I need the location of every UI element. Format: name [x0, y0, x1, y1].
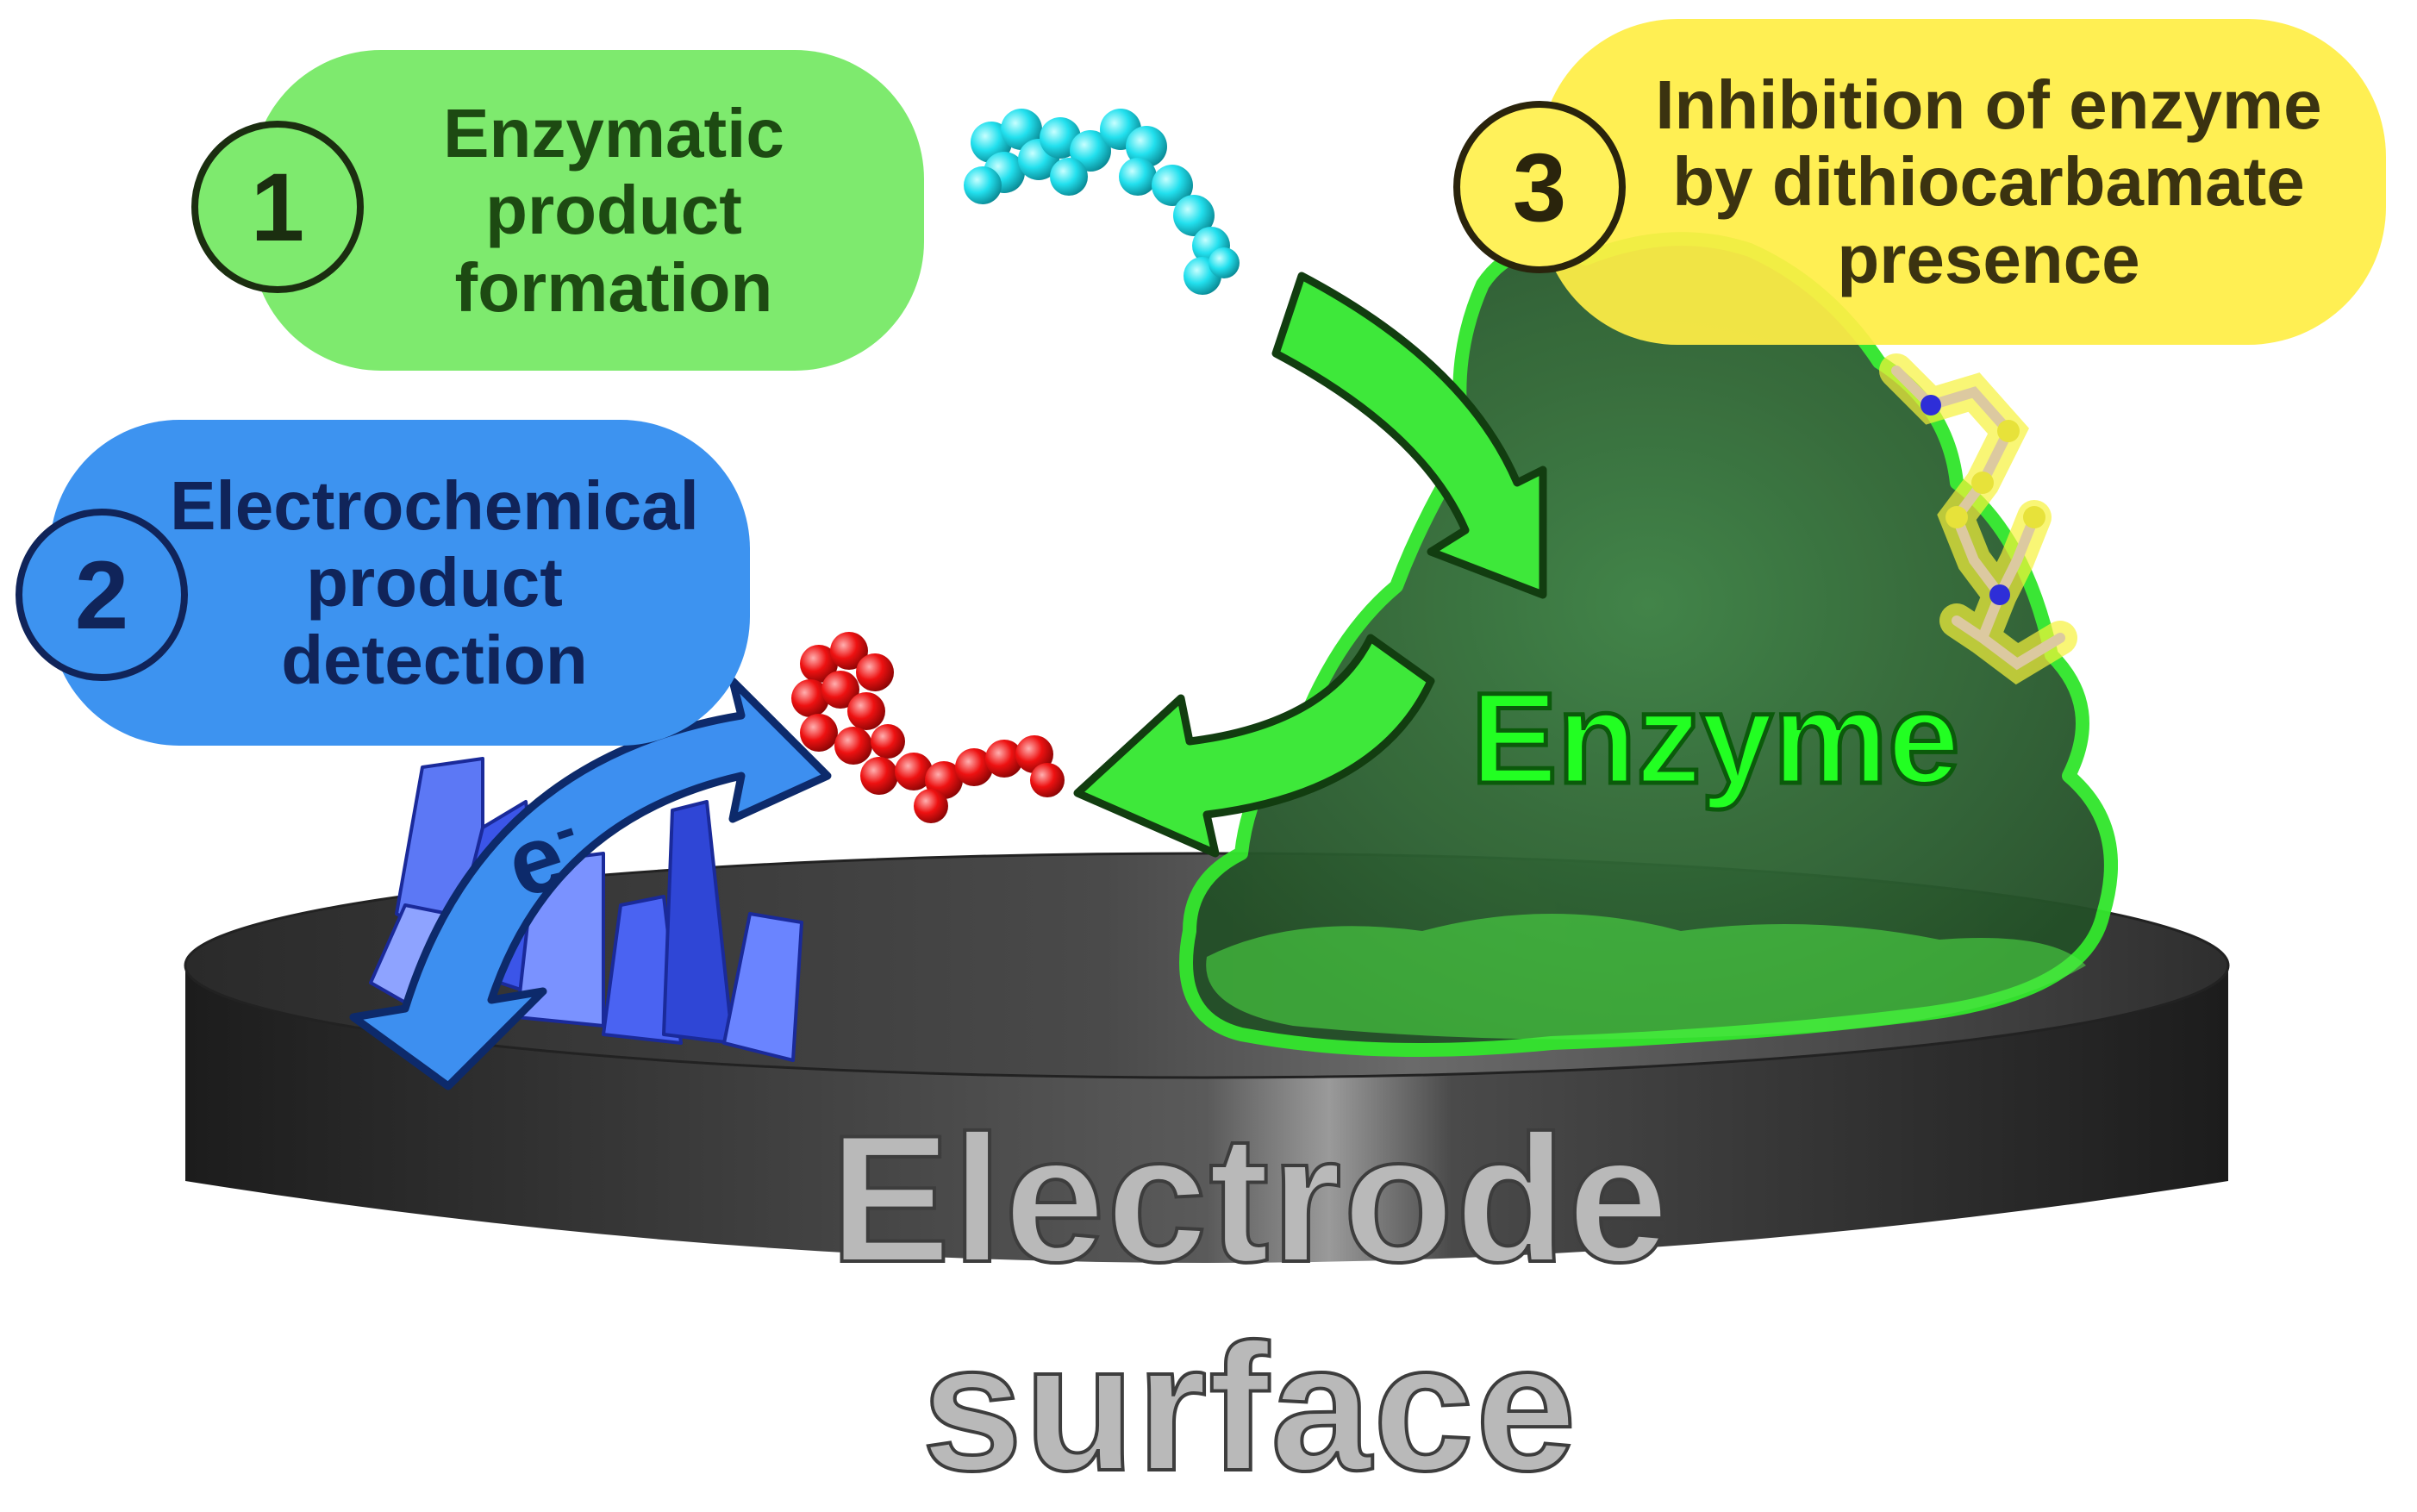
step-2-number-badge: 2	[16, 509, 188, 681]
step-1-number-badge: 1	[191, 121, 364, 293]
step-3-callout: Inhibition of enzyme by dithiocarbamate …	[1540, 19, 2386, 345]
electrode-surface-label: Electrode surface	[828, 1096, 1671, 1510]
step-3-number-badge: 3	[1453, 101, 1626, 273]
substrate-molecule	[964, 109, 1240, 295]
arrow-enzyme-to-product	[1073, 634, 1435, 858]
crystal-electrode-material	[369, 757, 803, 1062]
arrow-substrate-to-enzyme	[1271, 272, 1547, 599]
step-2-callout: Electrochemical product detection	[50, 420, 750, 746]
electron-transfer-arrow	[349, 677, 832, 1090]
step-1-callout: Enzymatic product formation	[252, 50, 924, 371]
step-1-text: Enzymatic product formation	[443, 94, 784, 326]
enzyme-structure	[1179, 232, 2118, 1057]
dithiocarbamate-molecule	[1879, 353, 2077, 685]
enzyme-label: Enzyme	[1469, 664, 1962, 813]
product-molecule	[791, 632, 1065, 823]
step-3-text: Inhibition of enzyme by dithiocarbamate …	[1655, 66, 2322, 297]
step-2-text: Electrochemical product detection	[170, 466, 699, 698]
diagram-canvas	[184, 109, 2230, 1263]
